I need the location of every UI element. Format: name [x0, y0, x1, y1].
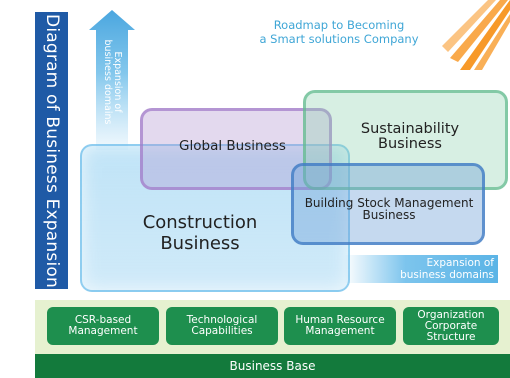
- global-business-label: Global Business: [179, 138, 286, 154]
- sun-rays-icon: [442, 0, 510, 70]
- pillar-organization-structure: Organization Corporate Structure: [403, 307, 499, 345]
- pillar-human-resource-management: Human Resource Management: [284, 307, 396, 345]
- vertical-expansion-label-box: Expansion of business domains: [96, 22, 128, 142]
- roadmap-caption: Roadmap to Becoming a Smart solutions Co…: [259, 18, 419, 46]
- pillar-csr-management: CSR-based Management: [47, 307, 159, 345]
- building-stock-business-label: Building Stock Management Business: [304, 196, 474, 222]
- building-stock-business-box: [291, 163, 485, 245]
- vertical-expansion-label: Expansion of business domains: [102, 39, 123, 125]
- horizontal-expansion-arrow: Expansion of business domains: [344, 255, 498, 283]
- global-business-box: [140, 108, 332, 190]
- construction-business-label: Construction Business: [142, 212, 258, 254]
- pillar-technological-capabilities: Technological Capabilities: [166, 307, 278, 345]
- horizontal-expansion-label: Expansion of business domains: [400, 257, 494, 281]
- diagram-title-panel: Diagram of Business Expansion: [35, 12, 68, 289]
- diagram-title: Diagram of Business Expansion: [41, 13, 62, 288]
- sustainability-business-label: Sustainability Business: [360, 121, 460, 152]
- business-base-label: Business Base: [35, 354, 510, 378]
